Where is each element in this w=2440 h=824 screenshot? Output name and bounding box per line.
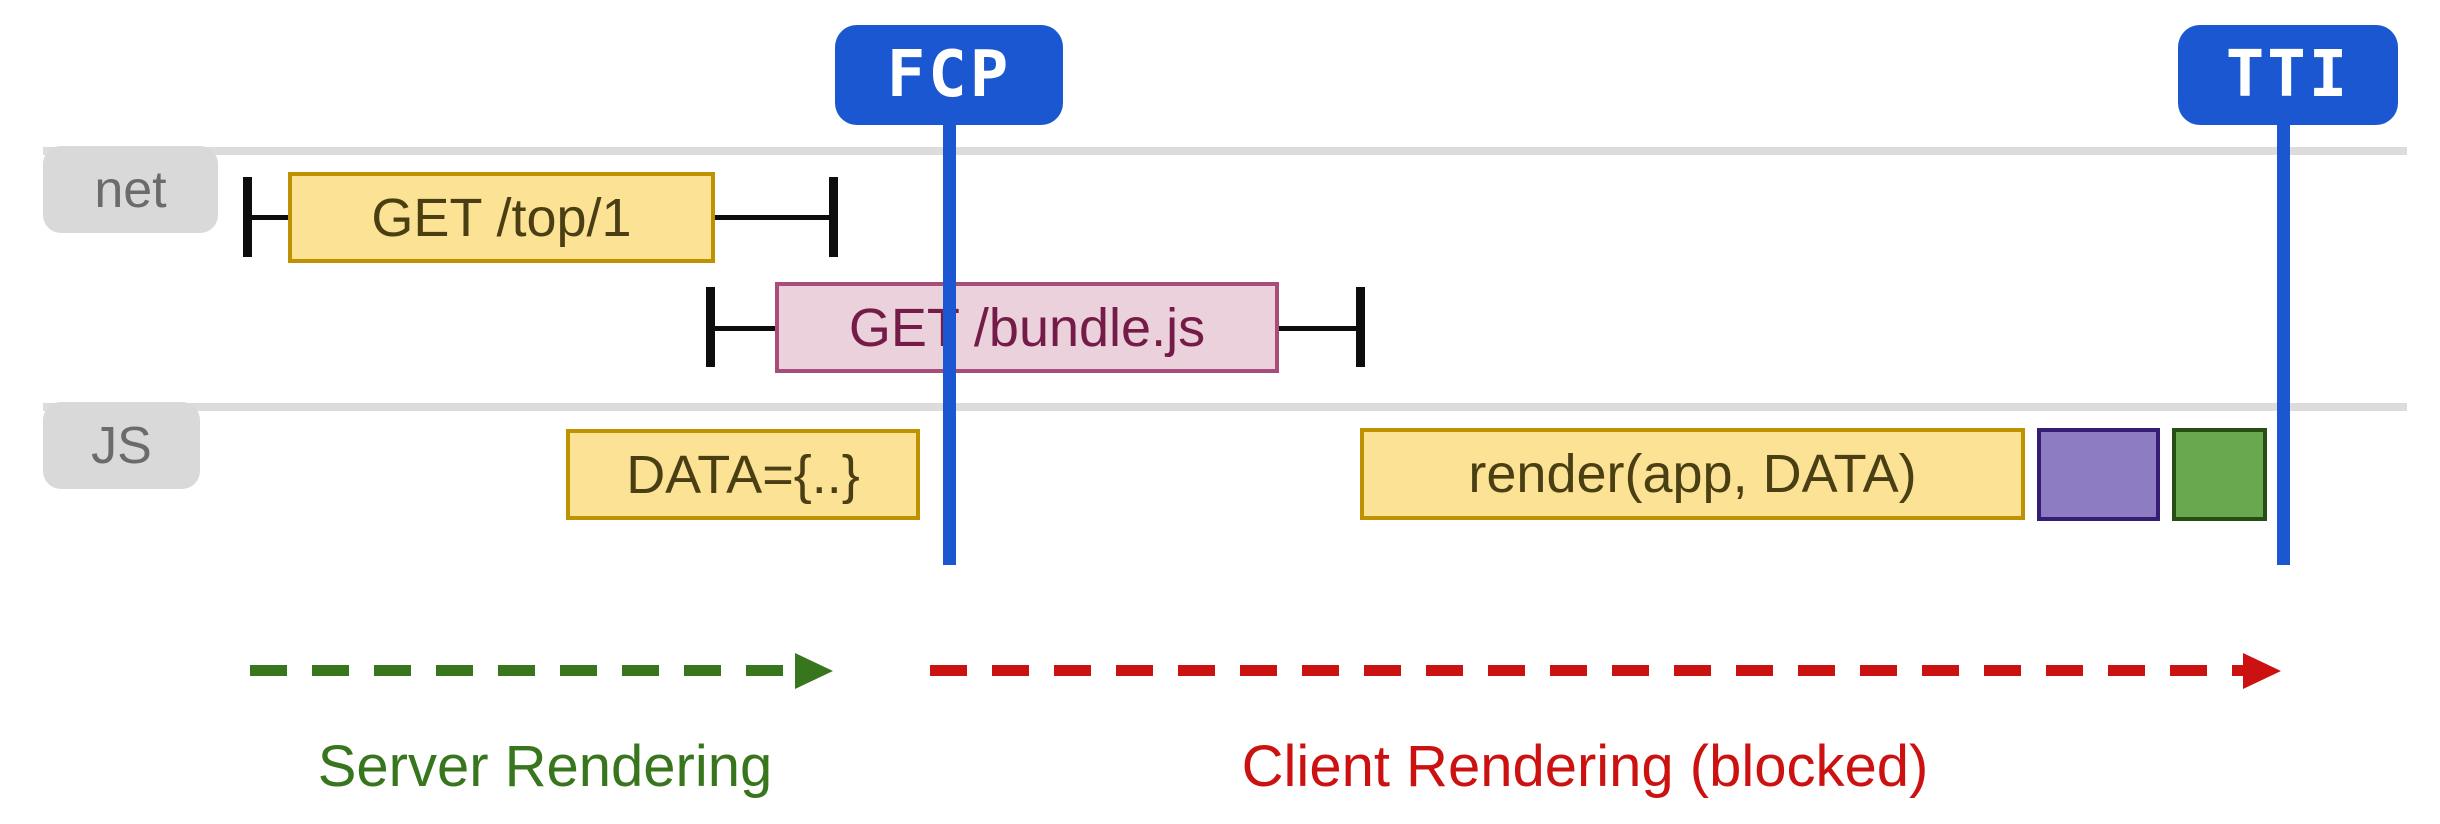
client-rendering-label: Client Rendering (blocked) [1241, 734, 1929, 799]
js-lane-label: JS [43, 402, 200, 489]
tti-badge-label: TTI [2225, 38, 2351, 112]
fcp-badge-label: FCP [886, 38, 1012, 112]
fcp-badge: FCP [835, 25, 1063, 125]
get-top-end-connector [715, 215, 833, 220]
js-lane-label-text: JS [91, 416, 152, 475]
client-rendering-arrow-head-icon [2243, 653, 2281, 689]
get-bundle-box: GET /bundle.js [775, 282, 1279, 373]
task-box-purple [2037, 428, 2160, 521]
get-bundle-box-label: GET /bundle.js [848, 297, 1206, 358]
render-task-box: render(app, DATA) [1360, 428, 2025, 520]
get-top-box: GET /top/1 [288, 172, 715, 263]
server-rendering-arrow-head-icon [795, 653, 833, 689]
get-top-start-tick [243, 177, 252, 257]
get-bundle-end-connector [1279, 326, 1360, 331]
js-lane-line [43, 403, 2407, 411]
client-rendering-arrow-line [930, 665, 2243, 676]
get-bundle-start-connector [715, 326, 775, 331]
get-bundle-end-tick [1356, 287, 1365, 367]
net-lane-line [43, 147, 2407, 155]
net-lane-label-text: net [94, 160, 167, 219]
tti-marker-line [2277, 122, 2290, 565]
get-bundle-start-tick [706, 287, 715, 367]
get-top-box-label: GET /top/1 [371, 187, 632, 248]
tti-badge: TTI [2178, 25, 2398, 125]
get-top-end-tick [829, 177, 838, 257]
data-task-box-label: DATA={..} [626, 444, 860, 505]
server-rendering-label: Server Rendering [317, 734, 773, 799]
get-top-start-connector [252, 215, 292, 220]
fcp-marker-line [943, 122, 956, 565]
data-task-box: DATA={..} [566, 429, 920, 520]
net-lane-label: net [43, 146, 218, 233]
task-box-green [2172, 428, 2267, 521]
server-rendering-arrow-line [250, 665, 795, 676]
render-task-box-label: render(app, DATA) [1468, 444, 1917, 504]
